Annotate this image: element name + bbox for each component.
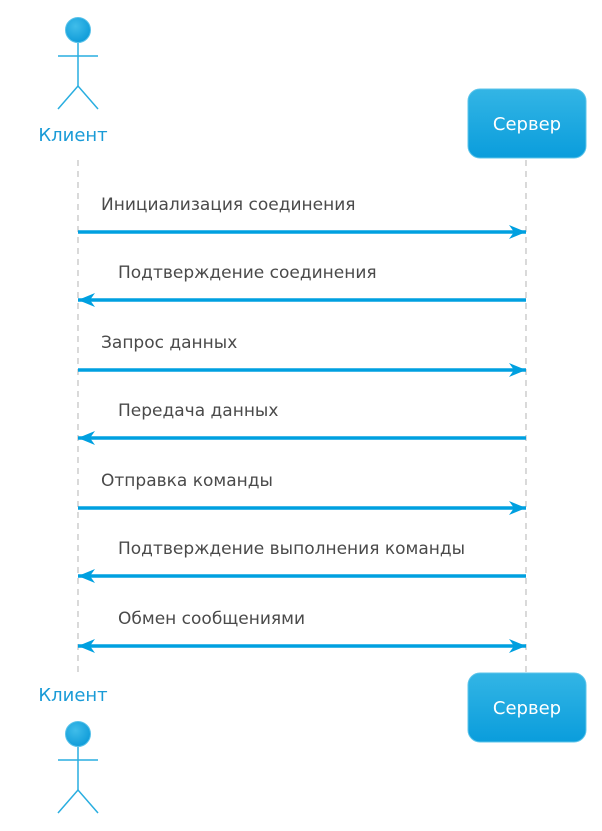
message-label: Обмен сообщениями	[118, 609, 305, 629]
message-2: Подтверждение соединения	[78, 263, 526, 307]
arrowhead-icon	[78, 639, 95, 653]
client-actor-bottom: Клиент	[38, 685, 108, 814]
message-label: Запрос данных	[101, 333, 237, 353]
actor-head-icon	[65, 17, 91, 43]
message-label: Передача данных	[118, 401, 278, 421]
message-3: Запрос данных	[78, 333, 526, 377]
message-7: Обмен сообщениями	[78, 609, 526, 653]
message-label: Инициализация соединения	[101, 195, 356, 215]
arrowhead-icon	[509, 363, 526, 377]
client-actor-top: Клиент	[38, 17, 108, 146]
arrowhead-icon	[78, 293, 95, 307]
message-6: Подтверждение выполнения команды	[78, 539, 526, 583]
client-label-top: Клиент	[38, 125, 107, 146]
arrowhead-icon	[509, 225, 526, 239]
arrowhead-icon	[78, 569, 95, 583]
arrowhead-icon	[509, 639, 526, 653]
server-participant-top: Сервер	[467, 88, 587, 159]
client-label-bottom: Клиент	[38, 685, 107, 706]
message-label: Отправка команды	[101, 471, 273, 491]
server-label-top: Сервер	[493, 114, 561, 135]
server-label-bottom: Сервер	[493, 698, 561, 719]
server-participant-bottom: Сервер	[467, 672, 587, 743]
message-label: Подтверждение выполнения команды	[118, 539, 465, 559]
message-1: Инициализация соединения	[78, 195, 526, 239]
actor-head-icon	[65, 721, 91, 747]
message-5: Отправка команды	[78, 471, 526, 515]
message-label: Подтверждение соединения	[118, 263, 377, 283]
arrowhead-icon	[509, 501, 526, 515]
message-4: Передача данных	[78, 401, 526, 445]
arrowhead-icon	[78, 431, 95, 445]
